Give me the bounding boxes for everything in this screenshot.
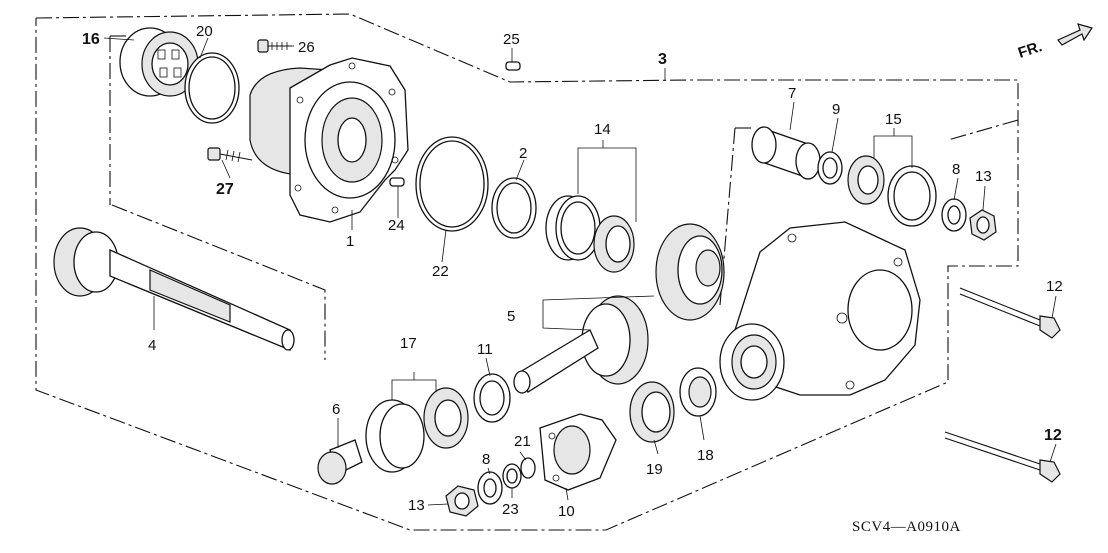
part-label-1: 1 bbox=[346, 233, 354, 250]
part-label-23: 23 bbox=[502, 501, 519, 518]
part-label-24: 24 bbox=[388, 217, 405, 234]
part-label-11: 11 bbox=[477, 341, 493, 358]
part-label-14: 14 bbox=[594, 121, 611, 138]
assembly-outline-left bbox=[35, 13, 1019, 531]
part-label-2: 2 bbox=[519, 145, 527, 162]
part-label-7: 7 bbox=[788, 85, 796, 102]
bolt-26 bbox=[257, 39, 292, 53]
ring-11 bbox=[473, 373, 511, 423]
bearing-16 bbox=[119, 27, 199, 97]
front-direction-arrow: FR. bbox=[1016, 23, 1093, 62]
part-label-12-lower: 12 bbox=[1044, 427, 1062, 444]
long-bolt-12-upper bbox=[959, 287, 1061, 339]
front-direction-label: FR. bbox=[1016, 38, 1044, 62]
part-label-13-lower: 13 bbox=[408, 497, 425, 514]
shim-2 bbox=[491, 177, 537, 239]
part-label-8-lower: 8 bbox=[482, 451, 490, 468]
dowel-pin-25 bbox=[505, 61, 521, 71]
transfer-cover-1 bbox=[249, 57, 409, 223]
part-label-8-upper: 8 bbox=[952, 161, 960, 178]
part-label-22: 22 bbox=[432, 263, 449, 280]
part-label-26: 26 bbox=[298, 39, 315, 56]
shaft-group-outline bbox=[109, 35, 326, 360]
part-label-4: 4 bbox=[148, 337, 156, 354]
part-label-13-upper: 13 bbox=[975, 168, 992, 185]
part-label-5: 5 bbox=[507, 308, 515, 325]
o-ring-22 bbox=[415, 136, 489, 232]
part-label-12-upper: 12 bbox=[1046, 278, 1063, 295]
leader-lines bbox=[103, 37, 1057, 506]
cap-6 bbox=[317, 439, 363, 485]
pinion-gear-5 bbox=[513, 295, 649, 394]
nut-13-upper bbox=[969, 209, 997, 241]
part-labels: 1 2 3 4 5 6 7 8 8 9 10 11 12 12 13 13 14… bbox=[82, 23, 1063, 520]
bearing-set-14 bbox=[545, 195, 635, 273]
part-label-3: 3 bbox=[658, 51, 667, 68]
catalog-code: SCV4—A0910A bbox=[852, 519, 961, 535]
bearing-set-15 bbox=[847, 155, 937, 227]
washer-8-lower bbox=[477, 471, 503, 505]
part-label-19: 19 bbox=[646, 461, 663, 478]
part-label-18: 18 bbox=[697, 447, 714, 464]
sleeve-7 bbox=[751, 126, 821, 180]
part-label-6: 6 bbox=[332, 401, 340, 418]
part-label-27: 27 bbox=[216, 181, 234, 198]
shaft-4 bbox=[53, 227, 295, 351]
part-label-9: 9 bbox=[832, 101, 840, 118]
bevel-ring-gear bbox=[655, 223, 725, 321]
oil-seal-19 bbox=[629, 381, 675, 443]
part-label-25: 25 bbox=[503, 31, 520, 48]
flange-10 bbox=[539, 413, 617, 491]
bolt-27 bbox=[207, 147, 253, 163]
part-label-15: 15 bbox=[885, 111, 902, 128]
bearing-18 bbox=[679, 367, 717, 417]
o-ring-20 bbox=[184, 52, 240, 124]
part-label-16: 16 bbox=[82, 31, 100, 48]
part-label-20: 20 bbox=[196, 23, 213, 40]
part-label-21: 21 bbox=[514, 433, 531, 450]
ring-9 bbox=[817, 151, 843, 185]
differential-housing bbox=[719, 221, 921, 401]
nut-13-lower bbox=[445, 485, 479, 517]
washer-8-upper bbox=[941, 198, 967, 232]
ring-21 bbox=[520, 457, 536, 479]
part-label-10: 10 bbox=[558, 503, 575, 520]
long-bolt-12-lower bbox=[944, 431, 1061, 483]
dowel-pin-24 bbox=[389, 177, 405, 187]
bearing-set-17 bbox=[365, 387, 469, 473]
part-label-17: 17 bbox=[400, 335, 417, 352]
ring-23 bbox=[502, 463, 522, 489]
